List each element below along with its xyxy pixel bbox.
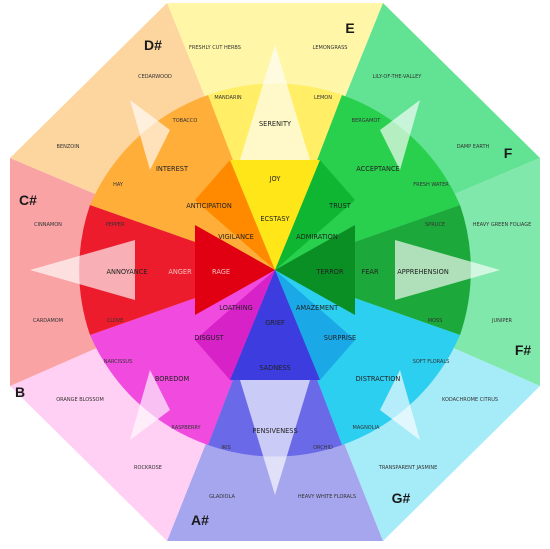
emotion-fear: FEAR xyxy=(361,268,378,276)
emotion-pensiveness: PENSIVENESS xyxy=(252,427,297,435)
key-cs: C# xyxy=(19,192,37,208)
emotion-grief: GRIEF xyxy=(265,319,285,327)
ring-red xyxy=(79,205,276,335)
scent-mandarin: MANDARIN xyxy=(214,95,242,101)
emotion-disgust: DISGUST xyxy=(194,334,224,342)
scent-cinnamon: CINNAMON xyxy=(34,222,62,228)
tri-upright xyxy=(380,100,420,170)
scent-white-florals: HEAVY WHITE FLORALS xyxy=(298,494,356,500)
tri-lowleft xyxy=(130,370,170,440)
emotion-interest: INTEREST xyxy=(156,165,189,173)
emotion-ecstasy: ECSTASY xyxy=(260,215,290,223)
tri-left xyxy=(30,240,135,300)
emotion-joy: JOY xyxy=(269,175,282,183)
scent-tobacco: TOBACCO xyxy=(172,118,198,124)
petal-green xyxy=(275,160,355,270)
scent-hay: HAY xyxy=(113,182,124,188)
scent-moss: MOSS xyxy=(428,318,443,324)
scent-lemongrass: LEMONGRASS xyxy=(313,45,348,51)
petal-red xyxy=(195,225,275,315)
emotion-sadness: SADNESS xyxy=(259,364,290,372)
scent-soft-florals: SOFT FLORALS xyxy=(413,359,450,365)
scent-lemon: LEMON xyxy=(314,95,332,101)
emotion-surprise: SURPRISE xyxy=(324,334,356,342)
key-gs: G# xyxy=(392,490,411,506)
emotion-acceptance: ACCEPTANCE xyxy=(356,165,399,173)
scent-labels: FRESHLY CUT HERBS LEMONGRASS CEDARWOOD L… xyxy=(33,45,531,500)
tri-lowright xyxy=(380,370,420,440)
emotion-loathing: LOATHING xyxy=(219,304,252,312)
scent-rockrose: ROCKROSE xyxy=(134,465,162,471)
tri-right xyxy=(395,240,500,300)
scent-bergamot: BERGAMOT xyxy=(352,118,382,124)
scent-orchid: ORCHID xyxy=(313,445,333,451)
key-ds: D# xyxy=(144,37,162,53)
emotion-annoyance: ANNOYANCE xyxy=(107,268,148,276)
light-triangles xyxy=(30,45,500,495)
petal-darkgreen xyxy=(275,225,355,315)
scent-iris: IRIS xyxy=(221,445,231,451)
petal-orange xyxy=(195,160,275,270)
emotion-apprehension: APPREHENSION xyxy=(397,268,449,276)
petal-yellow xyxy=(230,160,320,270)
emotion-anger: ANGER xyxy=(168,268,192,276)
scent-freshly-cut-herbs: FRESHLY CUT HERBS xyxy=(189,45,241,51)
inner-petals xyxy=(195,160,355,380)
key-labels: D# E F C# F# B G# A# xyxy=(15,20,531,528)
key-e: E xyxy=(345,20,354,36)
emotion-admiration: ADMIRATION xyxy=(296,233,338,241)
petal-cyan xyxy=(275,270,355,380)
emotion-terror: TERROR xyxy=(315,268,344,276)
key-b: B xyxy=(15,384,25,400)
scent-jasmine: TRANSPARENT JASMINE xyxy=(378,465,437,471)
scent-juniper: JUNIPER xyxy=(491,318,513,324)
scent-kodachrome: KODACHROME CITRUS xyxy=(442,397,498,403)
scent-spruce: SPRUCE xyxy=(425,222,445,228)
scent-orange-blossom: ORANGE BLOSSOM xyxy=(56,397,104,403)
scent-cedarwood: CEDARWOOD xyxy=(138,74,172,80)
scent-cardamom: CARDAMOM xyxy=(33,318,63,324)
tri-upleft xyxy=(130,100,170,170)
scent-damp-earth: DAMP EARTH xyxy=(457,144,490,150)
scent-gladiola: GLADIOLA xyxy=(209,494,235,500)
emotion-serenity: SERENITY xyxy=(259,120,292,128)
emotion-vigilance: VIGILANCE xyxy=(218,233,254,241)
tri-top xyxy=(240,45,310,160)
key-as: A# xyxy=(191,512,209,528)
scent-raspberry: RASPBERRY xyxy=(171,425,201,431)
scent-lily: LILY-OF-THE-VALLEY xyxy=(373,74,423,80)
scent-fresh-water: FRESH WATER xyxy=(413,182,449,188)
tri-bottom xyxy=(240,380,310,495)
ring-darkgreen xyxy=(275,205,471,335)
emotion-labels: SERENITY JOY ECSTASY INTEREST ANTICIPATI… xyxy=(107,120,449,435)
scent-pepper: PEPPER xyxy=(106,222,125,228)
emotion-anticipation: ANTICIPATION xyxy=(186,202,232,210)
petal-magenta xyxy=(195,270,275,380)
emotion-boredom: BOREDOM xyxy=(155,375,190,383)
emotion-trust: TRUST xyxy=(328,202,352,210)
key-fs: F# xyxy=(515,342,532,358)
emotion-rage: RAGE xyxy=(212,268,230,276)
scent-narcissus: NARCISSUS xyxy=(104,359,133,365)
scent-heavy-green: HEAVY GREEN FOLIAGE xyxy=(473,222,532,228)
scent-clove: CLOVE xyxy=(107,318,124,324)
emotion-amazement: AMAZEMENT xyxy=(296,304,339,312)
key-f: F xyxy=(504,145,513,161)
scent-benzoin: BENZOIN xyxy=(57,144,80,150)
scent-magnolia: MAGNOLIA xyxy=(353,425,380,431)
emotion-distraction: DISTRACTION xyxy=(356,375,401,383)
petal-blue xyxy=(230,270,320,380)
